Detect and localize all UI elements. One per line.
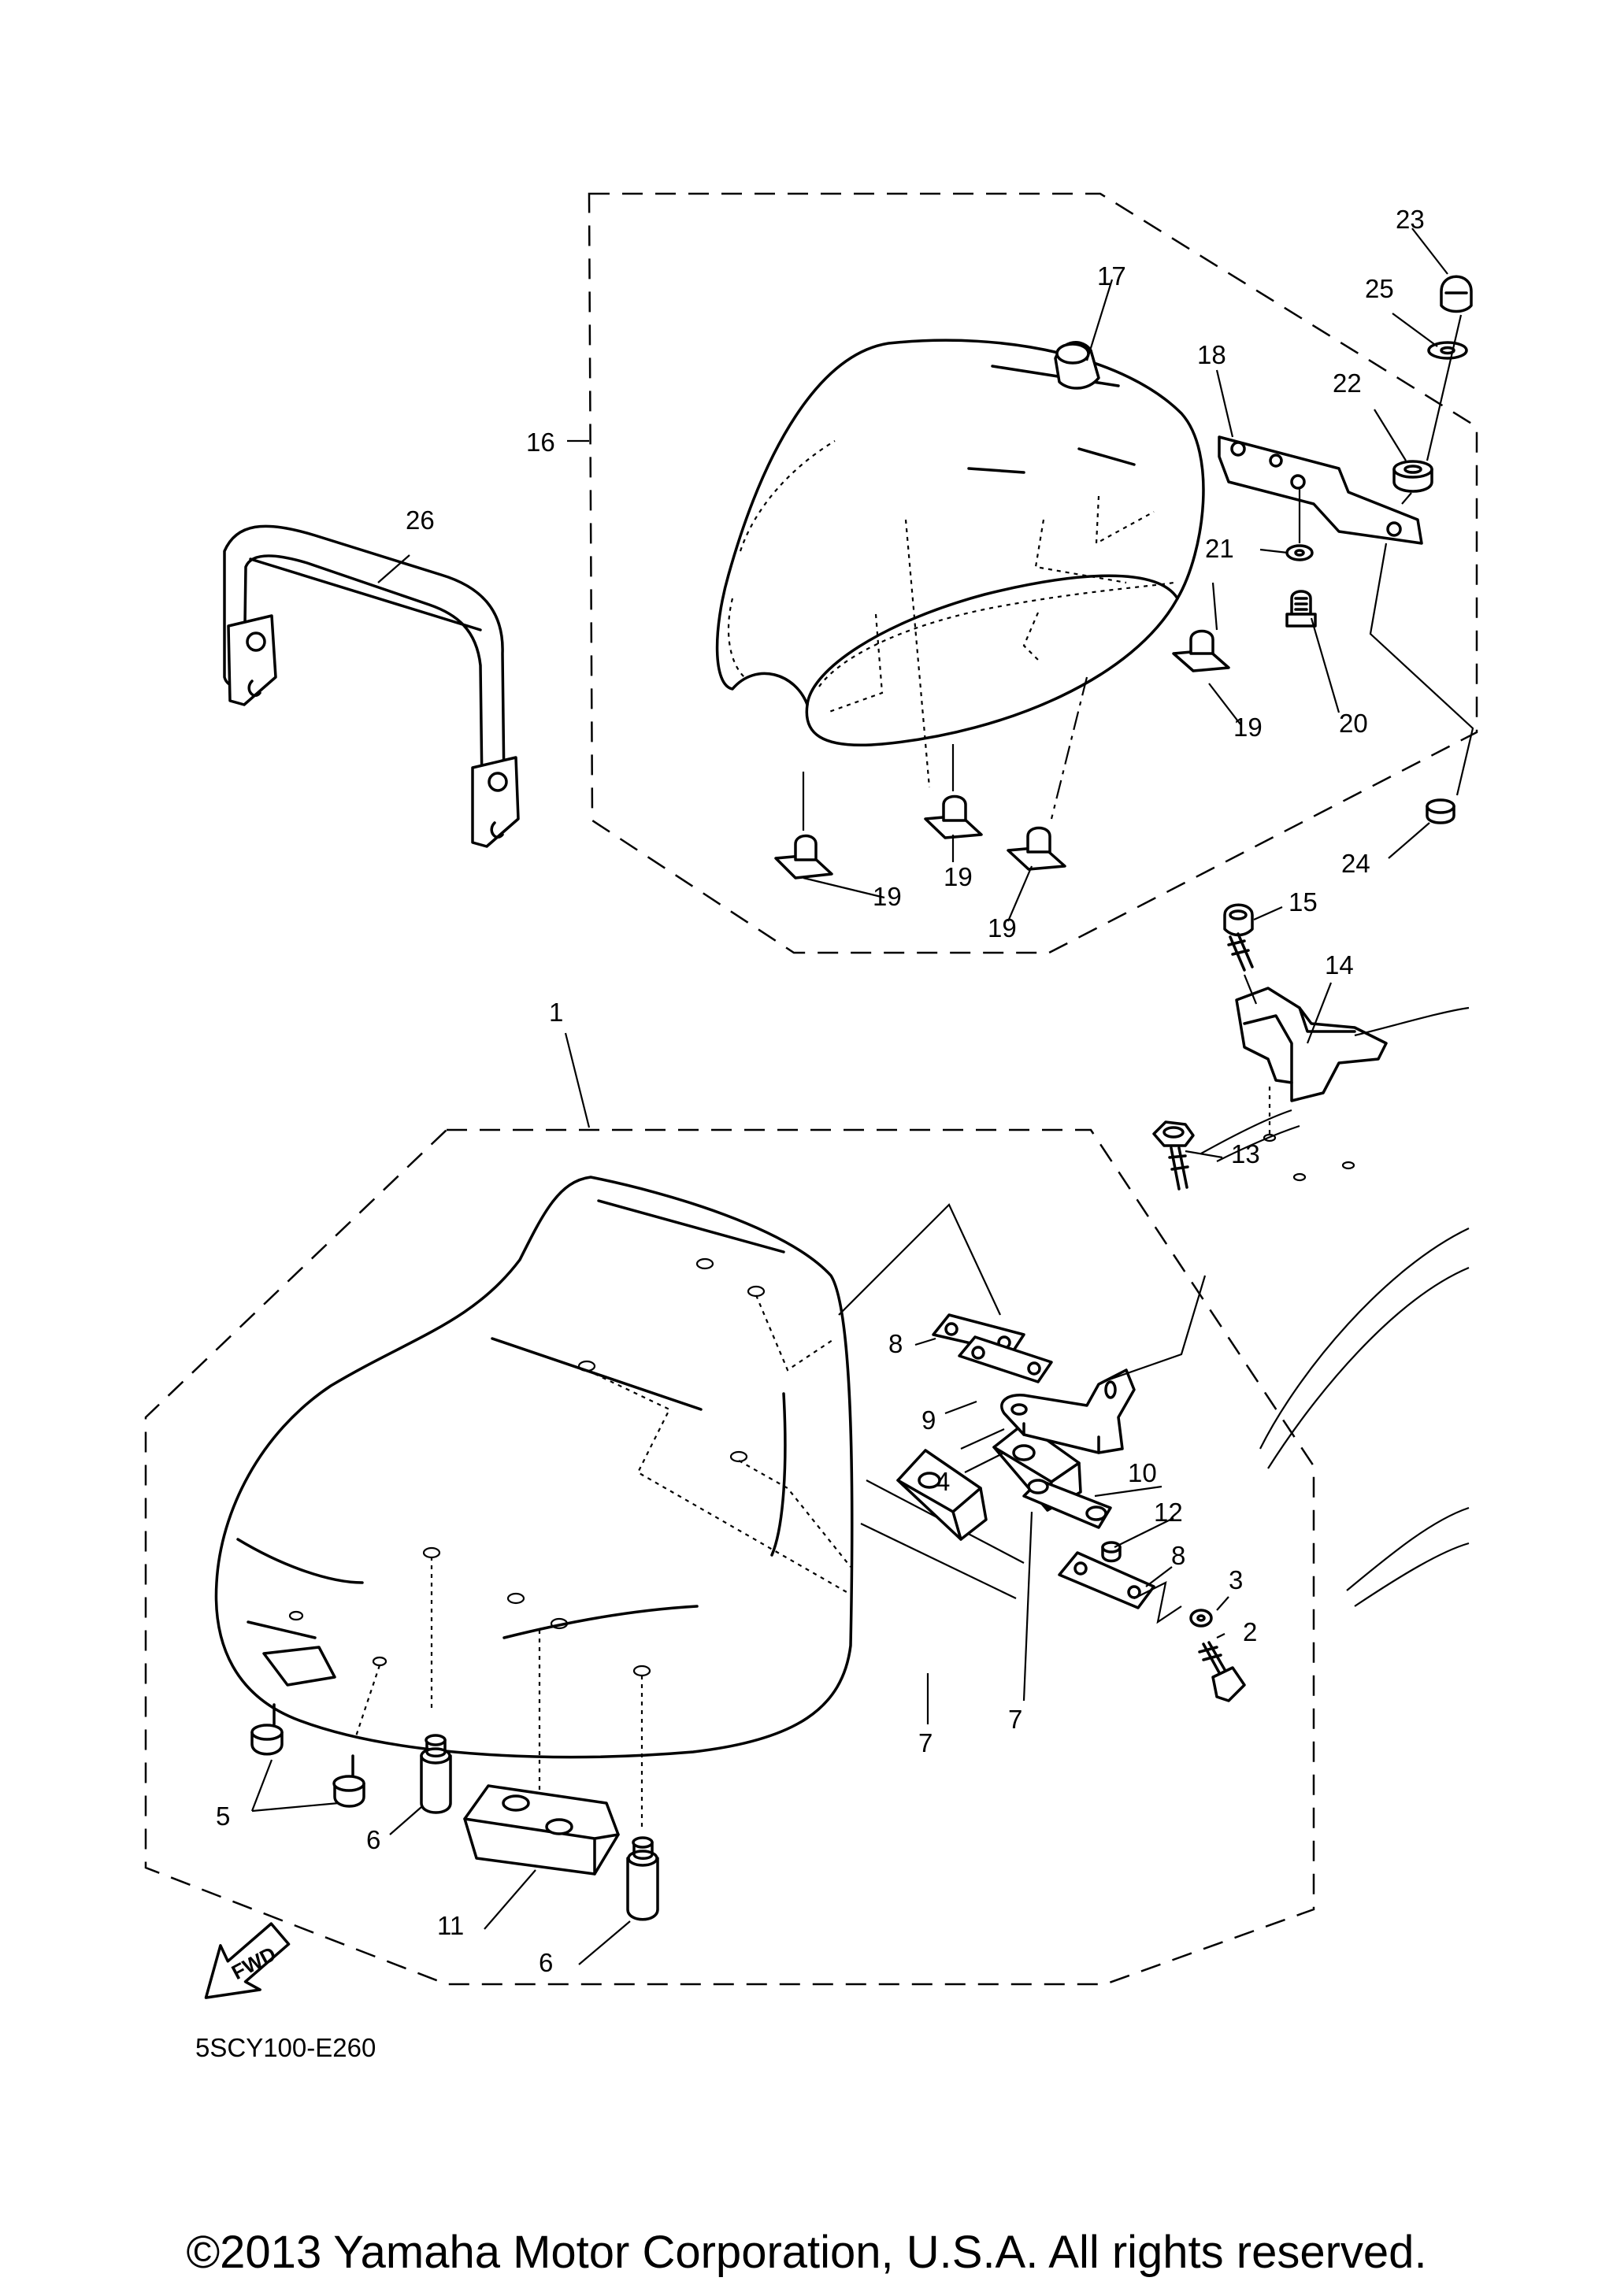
washer-3[interactable]	[1189, 1609, 1213, 1628]
passenger-seat[interactable]	[715, 339, 1205, 746]
callout-1[interactable]: 1	[549, 998, 563, 1027]
damper-6[interactable]	[420, 1734, 452, 1814]
callout-16[interactable]: 16	[526, 428, 555, 457]
callout-18[interactable]: 18	[1197, 340, 1226, 369]
callout-25[interactable]: 25	[1365, 274, 1394, 303]
rider-seat-group-boundary	[144, 1128, 1315, 1986]
seat-strap-handle[interactable]	[1054, 341, 1100, 390]
callout-2[interactable]: 2	[1243, 1617, 1257, 1646]
callout-9[interactable]: 9	[921, 1405, 936, 1435]
seat-bracket-4[interactable]	[1000, 1368, 1136, 1454]
callout-8[interactable]: 8	[888, 1329, 903, 1358]
bolt-15[interactable]	[1223, 903, 1254, 972]
bolt[interactable]	[1285, 590, 1317, 628]
forward-direction-arrow: FWD	[204, 1922, 291, 1999]
damper-6[interactable]	[626, 1836, 659, 1921]
callout-26[interactable]: 26	[406, 505, 435, 535]
bolt-13[interactable]	[1152, 1120, 1195, 1191]
callout-10[interactable]: 10	[1128, 1458, 1157, 1487]
seat-clip-nut[interactable]	[1007, 826, 1066, 871]
passenger-seat-bracket[interactable]	[1218, 435, 1423, 545]
callout-19[interactable]: 19	[944, 862, 973, 891]
callout-6[interactable]: 6	[366, 1825, 380, 1854]
seat-damper[interactable]	[250, 1703, 284, 1756]
callout-19[interactable]: 19	[988, 913, 1017, 942]
callout-12[interactable]: 12	[1154, 1498, 1183, 1527]
seat-damper[interactable]	[332, 1754, 365, 1808]
callout-21[interactable]: 21	[1205, 534, 1234, 563]
frame-outline	[1200, 1006, 1470, 1607]
callout-24[interactable]: 24	[1341, 849, 1370, 878]
callout-labels: 1 2 3 4 5 6 6 7 7 8 8 9 10 11 12 13 14 1…	[216, 205, 1425, 1977]
washer[interactable]	[1285, 544, 1314, 561]
callout-7[interactable]: 7	[1008, 1705, 1022, 1734]
seat-clip-nut[interactable]	[1172, 629, 1230, 672]
callout-23[interactable]: 23	[1396, 205, 1425, 234]
callout-3[interactable]: 3	[1229, 1565, 1243, 1594]
leader-lines	[250, 228, 1448, 1965]
callout-17[interactable]: 17	[1097, 261, 1126, 291]
callout-4[interactable]: 4	[936, 1467, 950, 1496]
callout-22[interactable]: 22	[1333, 368, 1362, 398]
seat-lock-bracket[interactable]	[1235, 987, 1388, 1102]
seat-plate-9[interactable]	[958, 1335, 1053, 1383]
callout-5[interactable]: 5	[216, 1802, 230, 1831]
callout-13[interactable]: 13	[1231, 1139, 1260, 1168]
copyright-notice: ©2013 Yamaha Motor Corporation, U.S.A. A…	[186, 2227, 1426, 2278]
collar[interactable]	[1426, 798, 1455, 824]
callout-11[interactable]: 11	[437, 1911, 464, 1940]
seat-collar-bracket[interactable]	[896, 1449, 988, 1541]
damper-block[interactable]	[463, 1784, 620, 1876]
callout-19[interactable]: 19	[1233, 713, 1263, 742]
seat-clip-nut[interactable]	[924, 794, 983, 839]
damper[interactable]	[1392, 460, 1433, 493]
grab-bar[interactable]	[223, 524, 520, 848]
collar-12[interactable]	[1101, 1541, 1122, 1563]
callout-7[interactable]: 7	[918, 1728, 933, 1757]
dome-nut[interactable]	[1440, 275, 1473, 313]
callout-8[interactable]: 8	[1171, 1541, 1185, 1570]
bolt-2[interactable]	[1198, 1641, 1246, 1702]
passenger-seat-group-boundary	[588, 192, 1478, 954]
diagram-reference-code: 5SCY100-E260	[195, 2033, 376, 2062]
seat-plate-8[interactable]	[1058, 1551, 1155, 1609]
callout-20[interactable]: 20	[1339, 709, 1368, 738]
seat-clip-nut[interactable]	[774, 834, 833, 880]
callout-14[interactable]: 14	[1325, 950, 1354, 980]
callout-15[interactable]: 15	[1289, 887, 1318, 917]
callout-6[interactable]: 6	[539, 1948, 553, 1977]
callout-19[interactable]: 19	[873, 882, 902, 911]
seat-stay-10[interactable]	[1022, 1479, 1112, 1529]
plain-washer[interactable]	[1427, 341, 1468, 360]
